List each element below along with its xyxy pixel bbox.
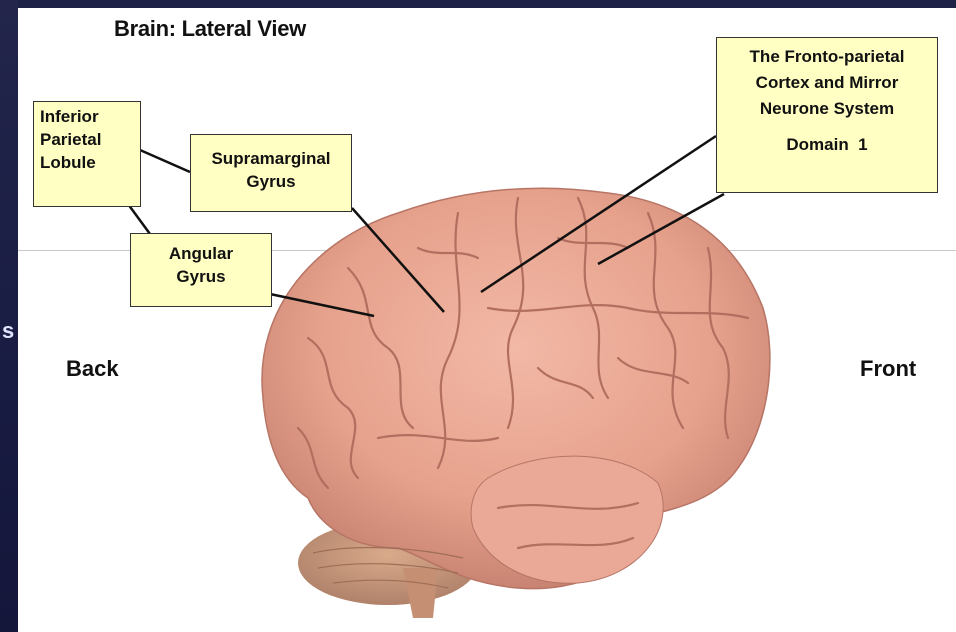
label-line: Parietal	[40, 128, 134, 151]
label-line: Gyrus	[197, 170, 345, 193]
label-angular-gyrus: Angular Gyrus	[130, 233, 272, 307]
label-line: Cortex and Mirror	[723, 70, 931, 96]
label-line: The Fronto-parietal	[723, 44, 931, 70]
label-line: Inferior	[40, 105, 134, 128]
leader-line-inferior-parietal	[140, 150, 190, 172]
back-label: Back	[66, 356, 119, 382]
presentation-frame-left: s	[0, 0, 18, 632]
label-inferior-parietal-lobule: Inferior Parietal Lobule	[33, 101, 141, 207]
slide-canvas: Brain: Lateral View Inferior Parietal Lo…	[18, 8, 956, 632]
diagram-title: Brain: Lateral View	[114, 16, 306, 42]
presentation-frame-top	[0, 0, 956, 8]
label-line: Angular	[137, 242, 265, 265]
leader-line-inferior-parietal-angular	[128, 204, 150, 234]
front-label: Front	[860, 356, 916, 382]
brainstem	[403, 568, 438, 618]
cropped-slide-text: s	[2, 318, 14, 344]
label-supramarginal-gyrus: Supramarginal Gyrus	[190, 134, 352, 212]
label-line: Lobule	[40, 151, 134, 174]
label-fronto-parietal-cortex: The Fronto-parietal Cortex and Mirror Ne…	[716, 37, 938, 193]
label-line: Supramarginal	[197, 147, 345, 170]
label-line: Neurone System	[723, 96, 931, 122]
label-line: Gyrus	[137, 265, 265, 288]
domain-label: Domain 1	[723, 132, 931, 158]
